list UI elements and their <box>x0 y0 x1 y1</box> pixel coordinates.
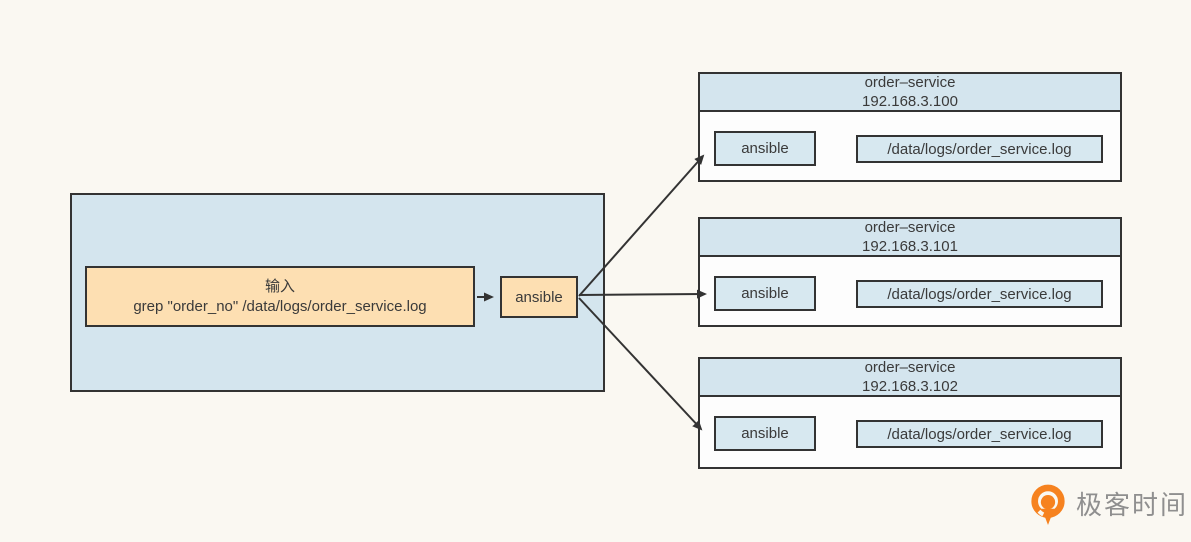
ansible-agent-box-2: ansible <box>714 276 816 311</box>
server-name: order–service <box>864 74 956 91</box>
server-node-1: order–service 192.168.3.100 ansible /dat… <box>698 72 1122 182</box>
server-body-3: ansible /data/logs/order_service.log <box>700 397 1120 465</box>
server-ip: 192.168.3.102 <box>862 378 958 395</box>
input-label: 输入 <box>264 277 295 295</box>
log-path-box-3: /data/logs/order_service.log <box>856 420 1103 448</box>
log-path-box-2: /data/logs/order_service.log <box>856 280 1103 308</box>
ansible-agent-box-3: ansible <box>714 416 816 451</box>
server-header-3: order–service 192.168.3.102 <box>700 359 1120 397</box>
server-ip: 192.168.3.100 <box>862 93 958 110</box>
brand-logo: 极客时间 <box>1029 484 1188 526</box>
server-ip: 192.168.3.101 <box>862 238 958 255</box>
ansible-agent-box-1: ansible <box>714 131 816 166</box>
input-command-text: grep "order_no" /data/logs/order_service… <box>133 297 427 315</box>
input-command-box: 输入 grep "order_no" /data/logs/order_serv… <box>85 266 475 327</box>
server-name: order–service <box>864 219 956 236</box>
server-body-2: ansible /data/logs/order_service.log <box>700 257 1120 323</box>
server-node-2: order–service 192.168.3.101 ansible /dat… <box>698 217 1122 327</box>
server-body-1: ansible /data/logs/order_service.log <box>700 112 1120 178</box>
server-header-2: order–service 192.168.3.101 <box>700 219 1120 257</box>
server-node-3: order–service 192.168.3.102 ansible /dat… <box>698 357 1122 469</box>
server-name: order–service <box>864 359 956 376</box>
brand-logo-text: 极客时间 <box>1076 490 1189 520</box>
geektime-logo-icon <box>1031 484 1065 525</box>
server-header-1: order–service 192.168.3.100 <box>700 74 1120 112</box>
ansible-hub-box: ansible <box>500 276 578 318</box>
log-path-box-1: /data/logs/order_service.log <box>856 135 1103 163</box>
